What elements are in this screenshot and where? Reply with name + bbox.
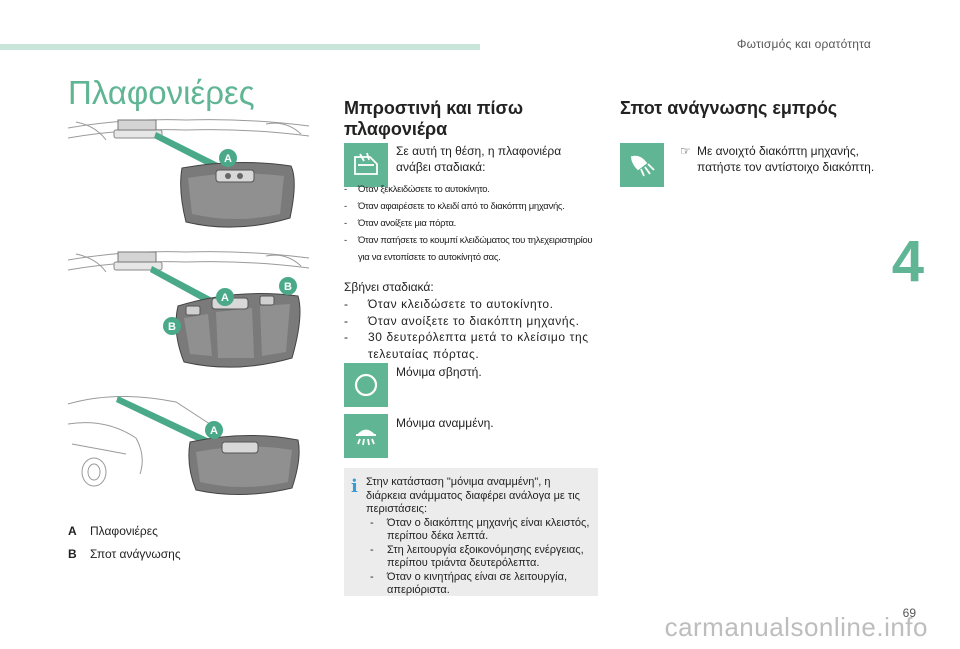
door-courtesy-light-icon (344, 143, 388, 187)
legend-row: A Πλαφονιέρες (68, 524, 181, 538)
page-title: Πλαφονιέρες (68, 74, 255, 111)
reading-spot-text: Με ανοιχτό διακόπτη μηχανής, πατήστε τον… (697, 144, 875, 174)
callout-a: A (224, 153, 232, 165)
callout-b: B (284, 281, 292, 293)
front-ceiling-lamp-illustration: A (66, 110, 311, 238)
info-list: Όταν ο διακόπτης μηχανής είναι κλειστός,… (366, 517, 590, 598)
rear-ceiling-lamp-illustration: A (66, 384, 311, 496)
list-item: Όταν ο κινητήρας είναι σε λειτουργία, απ… (366, 571, 590, 598)
reading-spot-title: Σποτ ανάγνωσης εμπρός (620, 98, 838, 118)
page-number: 69 (902, 606, 916, 620)
section-header: Φωτισμός και ορατότητα (736, 37, 871, 51)
permanently-off-label: Μόνιμα σβηστή. (396, 365, 482, 379)
callout-a: A (210, 425, 218, 437)
list-item: Όταν ανοίξετε το διακόπτη μηχανής. (344, 313, 596, 330)
list-item: Όταν ανοίξετε μια πόρτα. (344, 215, 599, 232)
list-item: Όταν ξεκλειδώσετε το αυτοκίνητο. (344, 181, 599, 198)
permanently-on-label: Μόνιμα αναμμένη. (396, 416, 494, 430)
legend: A Πλαφονιέρες B Σποτ ανάγνωσης (68, 524, 181, 570)
list-item: 30 δευτερόλεπτα μετά το κλείσιμο της τελ… (344, 329, 596, 362)
list-item: Όταν αφαιρέσετε το κλειδί από το διακόπτ… (344, 198, 599, 215)
info-note: i Στην κατάσταση "μόνιμα αναμμένη", η δι… (344, 468, 598, 596)
legend-label: Πλαφονιέρες (90, 524, 158, 538)
callout-b: B (168, 321, 176, 333)
chapter-number: 4 (891, 229, 924, 294)
front-rear-lamp-title: Μπροστινή και πίσω πλαφονιέρα (344, 98, 524, 139)
lamp-off-circle-icon (344, 363, 388, 407)
auto-on-list: Όταν ξεκλειδώσετε το αυτοκίνητο. Όταν αφ… (344, 181, 599, 266)
legend-key: A (68, 524, 77, 538)
info-intro: Στην κατάσταση "μόνιμα αναμμένη", η διάρ… (366, 476, 580, 515)
reading-spot-instruction: ☞ Με ανοιχτό διακόπτη μηχανής, πατήστε τ… (680, 143, 880, 175)
auto-off-title: Σβήνει σταδιακά: (344, 280, 434, 294)
list-item: Όταν κλειδώσετε το αυτοκίνητο. (344, 296, 596, 313)
auto-off-list: Όταν κλειδώσετε το αυτοκίνητο. Όταν ανοί… (344, 296, 596, 362)
watermark: carmanualsonline.info (664, 612, 928, 642)
lamp-on-dome-icon (344, 414, 388, 458)
callout-a: A (221, 292, 229, 304)
legend-label: Σποτ ανάγνωσης (90, 547, 181, 561)
bullet-icon: ☞ (680, 144, 691, 158)
legend-key: B (68, 547, 77, 561)
info-icon: i (351, 476, 358, 497)
front-lamp-reading-spots-illustration: A B B (66, 246, 311, 374)
list-item: Όταν ο διακόπτης μηχανής είναι κλειστός,… (366, 517, 590, 544)
legend-row: B Σποτ ανάγνωσης (68, 547, 181, 561)
header-accent-bar (0, 44, 480, 50)
list-item: Όταν πατήσετε το κουμπί κλειδώματος του … (344, 232, 599, 266)
list-item: Στη λειτουργία εξοικονόμησης ενέργειας, … (366, 544, 590, 571)
reading-spot-icon (620, 143, 664, 187)
front-rear-intro: Σε αυτή τη θέση, η πλαφονιέρα ανάβει στα… (396, 144, 562, 174)
